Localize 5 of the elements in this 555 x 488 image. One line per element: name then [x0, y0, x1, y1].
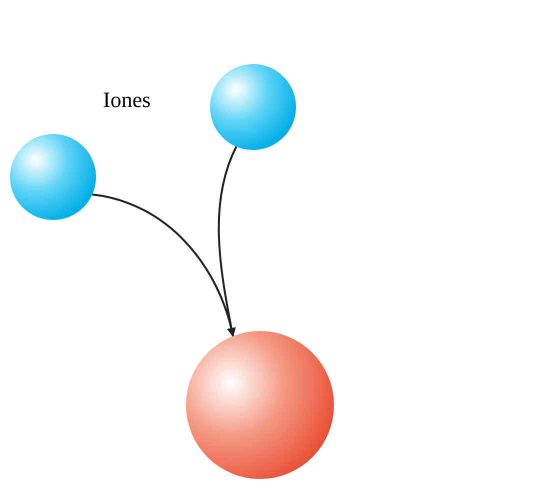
ion-sphere: [210, 64, 296, 150]
ion-sphere: [10, 134, 96, 220]
target-sphere: [186, 331, 334, 479]
arrow: [218, 146, 238, 337]
label-text: Iones: [103, 87, 151, 113]
